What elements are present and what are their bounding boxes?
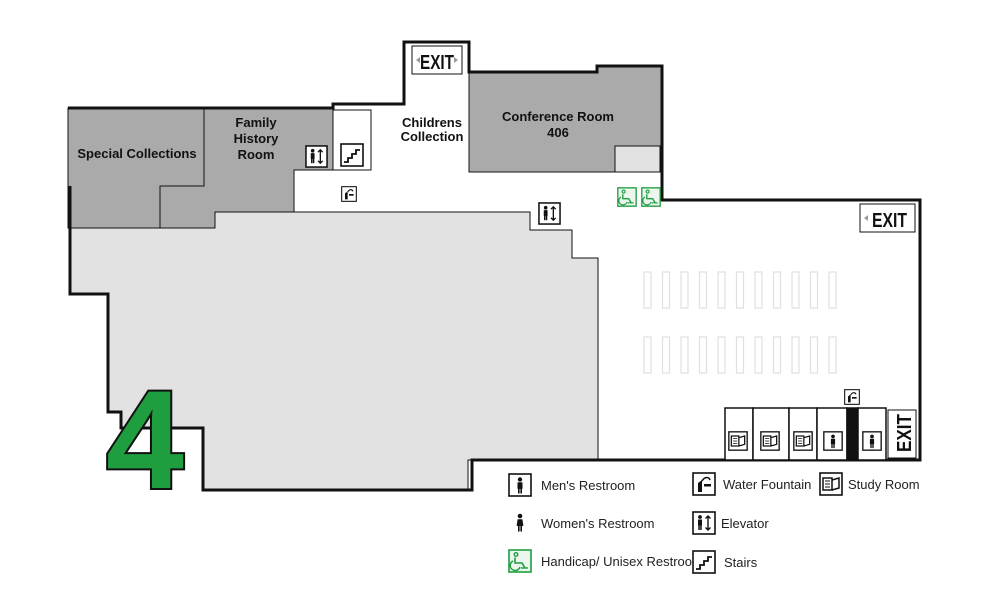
shelf-rows [643, 271, 837, 374]
mens-restroom-icon [862, 431, 882, 451]
shelf-unit [754, 271, 763, 309]
water-fountain-icon [844, 389, 860, 405]
study-room-icon [793, 431, 813, 451]
shelf-unit [735, 271, 745, 309]
handicap-restroom-icon [641, 187, 661, 207]
family-history-label-1: Family [235, 115, 277, 130]
conference-closet [614, 145, 661, 173]
legend-stairs-label: Stairs [724, 555, 758, 570]
study-room-icon [760, 431, 780, 451]
mens-restroom-icon [823, 431, 843, 451]
svg-text:EXIT: EXIT [894, 414, 916, 452]
special-collections-label: Special Collections [77, 146, 196, 161]
shelf-unit [698, 271, 708, 309]
legend-study-icon [819, 472, 843, 496]
legend-handicap-label: Handicap/ Unisex Restroom [541, 554, 703, 569]
exterior-wall [68, 40, 922, 492]
floor-number: 4 [106, 361, 184, 518]
shelf-unit [735, 336, 745, 374]
family-history-label-2: History [234, 131, 280, 146]
shelf-unit [828, 336, 837, 374]
childrens-collection-label-2: Collection [401, 129, 464, 144]
shelf-unit [643, 271, 652, 309]
shelf-unit [791, 271, 800, 309]
handicap-restroom-icon [617, 187, 637, 207]
legend-study-label: Study Room [848, 477, 920, 492]
svg-text:EXIT: EXIT [872, 210, 907, 232]
legend-womens-label: Women's Restroom [541, 516, 655, 531]
legend-elevator-label: Elevator [721, 516, 769, 531]
elevator-icon [538, 202, 561, 225]
conference-room-label-1: Conference Room [502, 109, 614, 124]
shelf-unit [772, 271, 782, 309]
childrens-collection-label-1: Childrens [402, 115, 462, 130]
legend-stairs-icon [692, 550, 716, 574]
shelf-unit [754, 336, 763, 374]
shelf-unit [643, 336, 652, 374]
legend-womens-icon [516, 513, 524, 532]
shelf-unit [661, 271, 671, 309]
exit-sign-bottom-right: EXIT [887, 409, 917, 459]
shelf-unit [809, 336, 819, 374]
legend-mens-icon [508, 473, 532, 497]
shelf-unit [717, 336, 726, 374]
shelf-unit [680, 336, 689, 374]
legend: Men's Restroom Women's Restroom Handicap… [508, 472, 920, 574]
water-fountain-icon [341, 186, 357, 202]
svg-text:EXIT: EXIT [420, 52, 454, 74]
elevator-icon [305, 145, 328, 168]
legend-water-icon [692, 472, 716, 496]
stairs-icon [340, 143, 364, 167]
conference-room-label-2: 406 [547, 125, 569, 140]
shelf-unit [772, 336, 782, 374]
exit-sign-right: EXIT [859, 203, 916, 233]
legend-mens-label: Men's Restroom [541, 478, 635, 493]
family-history-label-3: Room [238, 147, 275, 162]
shelf-unit [828, 271, 837, 309]
exit-sign-top: EXIT [411, 45, 463, 75]
shelf-unit [698, 336, 708, 374]
legend-handicap-icon [508, 549, 532, 573]
shelf-unit [680, 271, 689, 309]
shelf-unit [717, 271, 726, 309]
shelf-unit [809, 271, 819, 309]
legend-elevator-icon [692, 511, 716, 535]
study-room-icon [728, 431, 748, 451]
shelf-unit [791, 336, 800, 374]
legend-water-label: Water Fountain [723, 477, 811, 492]
shelf-unit [661, 336, 671, 374]
study-rooms [724, 407, 887, 461]
